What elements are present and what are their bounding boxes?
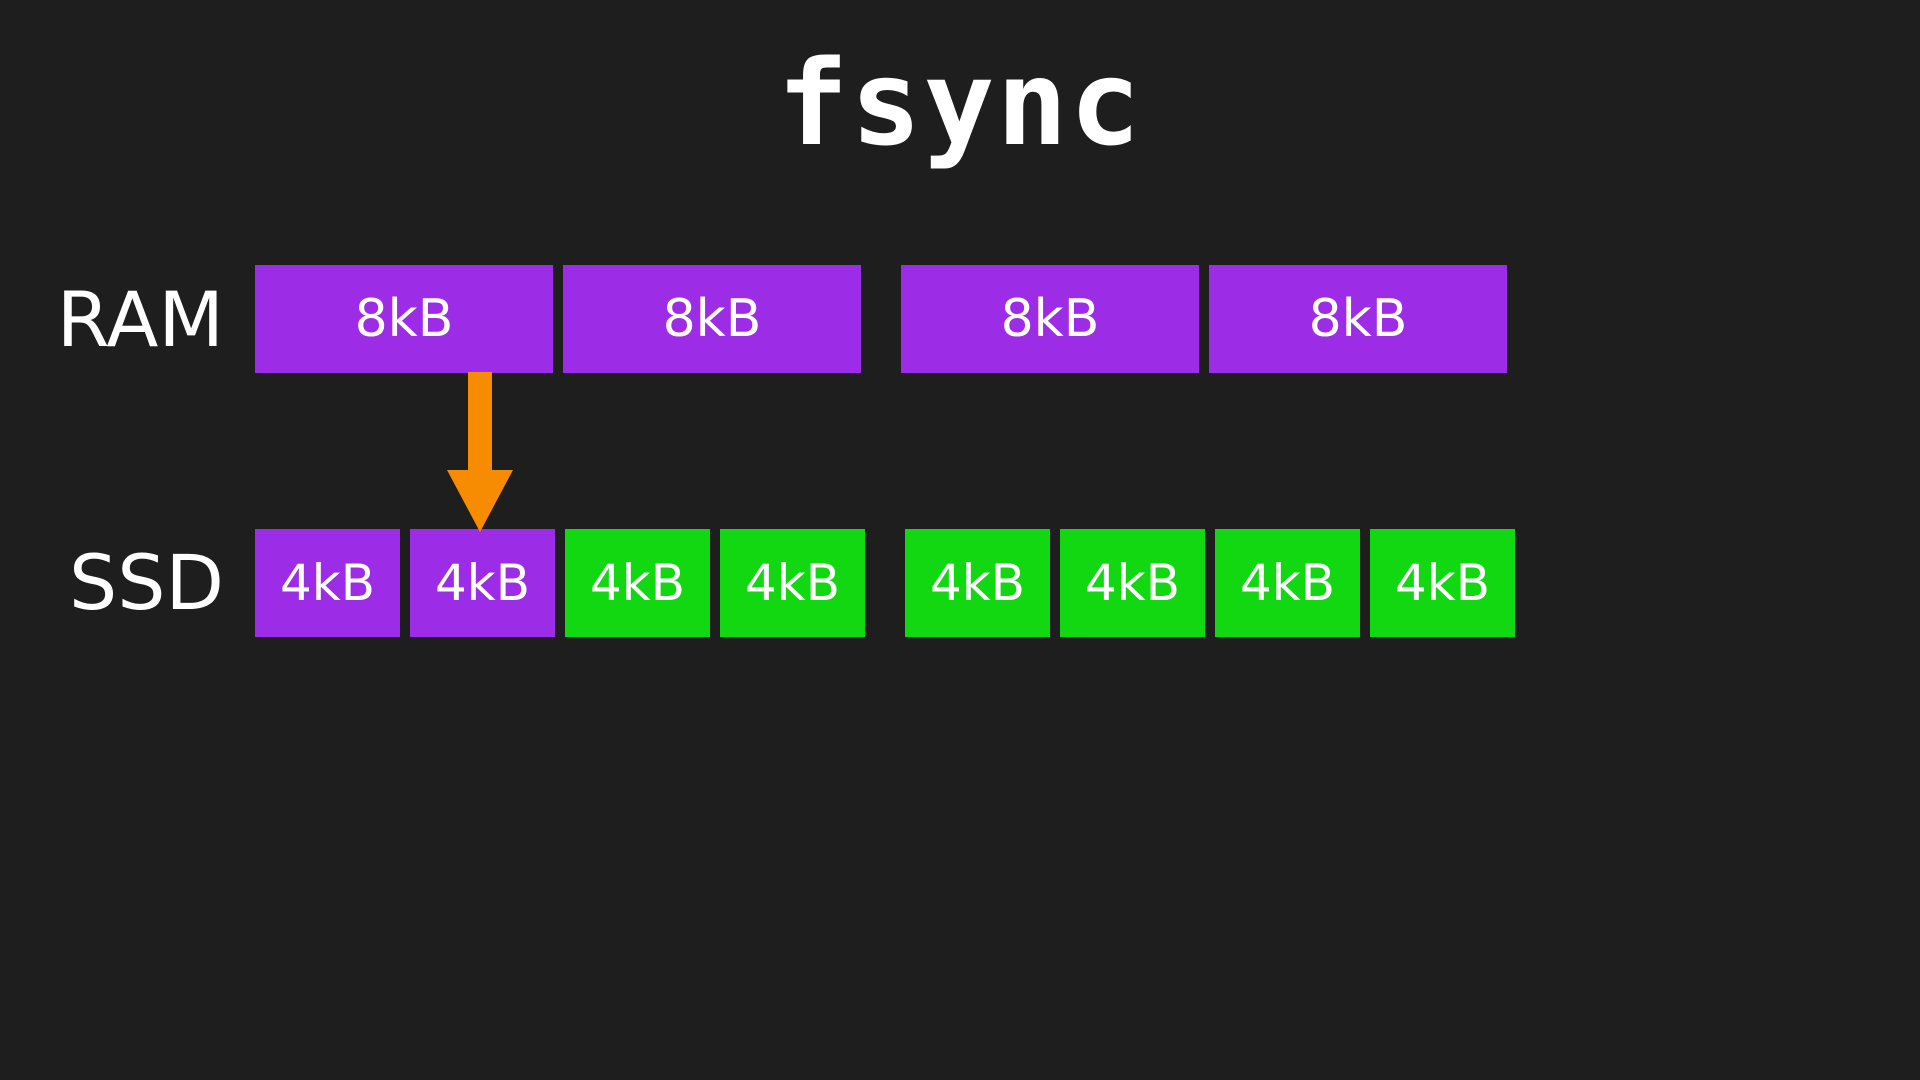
- ssd-block: 4kB: [565, 529, 710, 637]
- ram-block: 8kB: [1209, 265, 1507, 373]
- ssd-block: 4kB: [1370, 529, 1515, 637]
- flush-arrow-svg: [447, 372, 513, 532]
- page-title: fsync: [777, 34, 1143, 172]
- ram-block: 8kB: [255, 265, 553, 373]
- ram-block: 8kB: [901, 265, 1199, 373]
- ssd-row-label: SSD: [68, 538, 224, 627]
- flush-arrow-icon: [447, 372, 513, 532]
- ssd-block: 4kB: [1060, 529, 1205, 637]
- arrow-down-shape: [447, 372, 513, 532]
- ram-row-label: RAM: [56, 275, 224, 364]
- ssd-block: 4kB: [1215, 529, 1360, 637]
- ssd-block: 4kB: [255, 529, 400, 637]
- ssd-block: 4kB: [410, 529, 555, 637]
- ram-block: 8kB: [563, 265, 861, 373]
- ssd-block: 4kB: [905, 529, 1050, 637]
- ssd-block: 4kB: [720, 529, 865, 637]
